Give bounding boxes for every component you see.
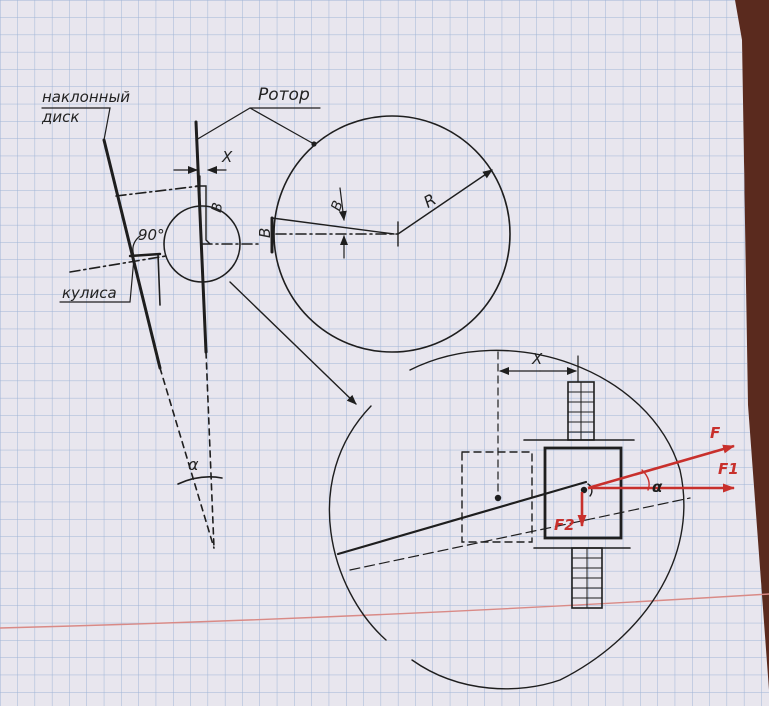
- rotor-shaft-line: [194, 120, 208, 354]
- detail-plate-parallel: [349, 497, 691, 571]
- b-arrow-upper: [338, 187, 347, 221]
- ghost-center-dot: [494, 494, 502, 502]
- x-label-lower: X: [531, 350, 543, 368]
- centerline-lower: [69, 255, 167, 273]
- detail-circle-small: [163, 205, 241, 283]
- force-f-label: F: [710, 424, 721, 442]
- rotor-label: Ротор: [258, 85, 310, 105]
- magnify-pointer: [229, 281, 357, 405]
- slider-pivot-roller: [587, 483, 593, 497]
- margin-line: [0, 593, 769, 629]
- swash-plate-line: [102, 138, 162, 370]
- swash-plate-leader: [41, 107, 111, 141]
- kulisa-leader: [59, 257, 135, 303]
- radius-arrow: [397, 169, 493, 235]
- detail-slider-outline: [195, 185, 211, 245]
- force-f2-label: F2: [554, 516, 575, 534]
- slider-block: [543, 446, 623, 540]
- swash-plate-label-line1: наклонный: [42, 88, 130, 106]
- rotor-circle: [273, 115, 511, 353]
- rotor-leader: [195, 107, 321, 145]
- centerline-upper: [115, 185, 201, 197]
- b-label-detail: B: [209, 201, 227, 214]
- detail-circle-left-arc: [328, 405, 387, 641]
- kulisa-post: [157, 253, 161, 306]
- b-angle-ray: [271, 217, 395, 235]
- rotor-shaft-extension: [205, 351, 215, 549]
- x-label-upper: X: [221, 148, 233, 166]
- alpha2-label: α: [652, 478, 663, 496]
- b-label-rotor: B: [256, 228, 274, 238]
- upper-shaft-hatch: [567, 381, 595, 441]
- detail-circle-large: [409, 349, 685, 690]
- swash-plate-extension: [159, 367, 215, 549]
- right-angle-label: 90°: [138, 226, 165, 244]
- ghost-slider: [461, 451, 533, 543]
- force-f1-label: F1: [718, 460, 739, 478]
- right-angle-arc: [132, 235, 141, 257]
- kulisa-bar: [128, 252, 162, 258]
- slider-pivot-dot: [580, 486, 588, 494]
- swash-plate-label-line2: диск: [41, 108, 79, 126]
- alpha-arc: [177, 476, 223, 485]
- kulisa-label: кулиса: [62, 284, 117, 302]
- lower-shaft-hatch: [571, 547, 603, 609]
- alpha-label: α: [188, 455, 199, 474]
- force-f-arrow: [587, 444, 735, 490]
